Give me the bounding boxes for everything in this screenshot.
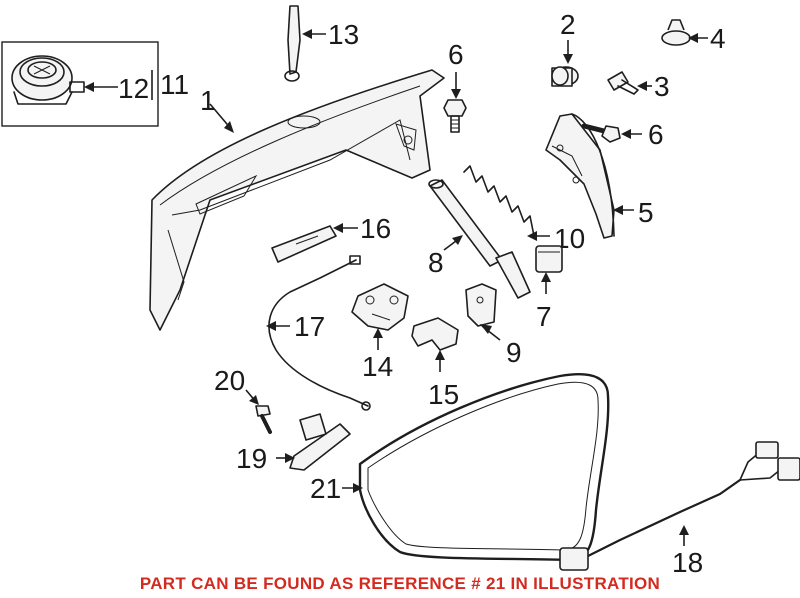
callout-1: 1 <box>200 85 216 116</box>
part-4-clip <box>661 19 691 46</box>
callout-9: 9 <box>506 337 522 368</box>
part-3-screw <box>607 71 639 95</box>
part-8-strut <box>428 179 531 299</box>
part-6-bolt-a <box>443 99 467 133</box>
callout-2: 2 <box>560 9 576 40</box>
part-21-weatherstrip <box>358 373 610 562</box>
part-5-hinge <box>545 113 615 239</box>
callout-5: 5 <box>638 197 654 228</box>
inset-box-11 <box>1 41 159 127</box>
callout-13: 13 <box>328 19 359 50</box>
callout-12: 12 <box>118 73 149 104</box>
part-17-cable <box>268 255 371 411</box>
part-10-spring <box>463 165 535 237</box>
callout-8: 8 <box>428 247 444 278</box>
callout-19: 19 <box>236 443 267 474</box>
part-19-bracket <box>289 413 351 471</box>
part-20-screw <box>255 405 272 434</box>
part-7-bumper <box>535 245 563 273</box>
callout-15: 15 <box>428 379 459 410</box>
callout-3: 3 <box>654 71 670 102</box>
part-15-striker <box>411 317 459 351</box>
part-16-handle <box>271 225 337 263</box>
callout-4: 4 <box>710 23 726 54</box>
part-14-latch <box>351 283 409 331</box>
callout-21: 21 <box>310 473 341 504</box>
callout-16: 16 <box>360 213 391 244</box>
part-1-trunk-lid <box>149 69 445 331</box>
callout-11: 11 <box>160 69 189 100</box>
callout-20: 20 <box>214 365 245 396</box>
reference-note: PART CAN BE FOUND AS REFERENCE # 21 IN I… <box>140 574 660 593</box>
part-2-bushing <box>551 66 579 87</box>
callout-6-upper: 6 <box>448 39 464 70</box>
part-9-bracket <box>465 283 497 327</box>
callout-14: 14 <box>362 351 393 382</box>
callout-6-right: 6 <box>648 119 664 150</box>
callout-18: 18 <box>672 547 703 578</box>
callout-7: 7 <box>536 301 552 332</box>
part-12-lock-motor <box>11 55 85 105</box>
part-18-wiring-harness <box>559 441 800 571</box>
part-13-rod <box>284 5 301 82</box>
callout-17: 17 <box>294 311 325 342</box>
